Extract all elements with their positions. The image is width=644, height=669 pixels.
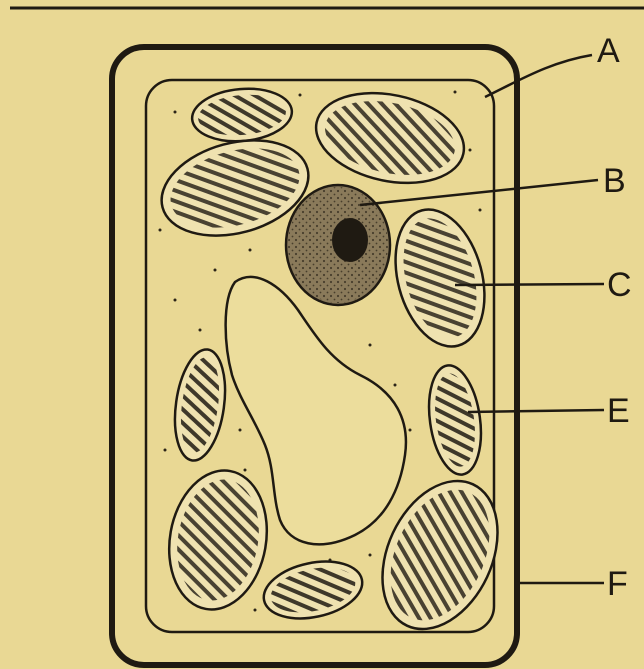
label-e: E [607, 392, 630, 430]
chloroplast-right-middle [423, 362, 488, 478]
leader-line-c [455, 284, 604, 285]
chloroplast-left-middle [168, 346, 231, 464]
chloroplast-top-right [308, 80, 473, 195]
chloroplast-bottom-left [159, 463, 278, 618]
label-c: C [607, 266, 632, 304]
label-a: A [597, 32, 620, 70]
chloroplast-top-left [190, 85, 294, 146]
leader-line-b [360, 180, 598, 205]
nucleolus [332, 218, 368, 262]
chloroplast-bottom-middle [258, 553, 367, 627]
label-f: F [607, 565, 628, 603]
leader-line-e [468, 410, 604, 412]
leader-line-a [485, 55, 592, 97]
chloroplast-right [381, 200, 498, 357]
label-b: B [603, 162, 626, 200]
